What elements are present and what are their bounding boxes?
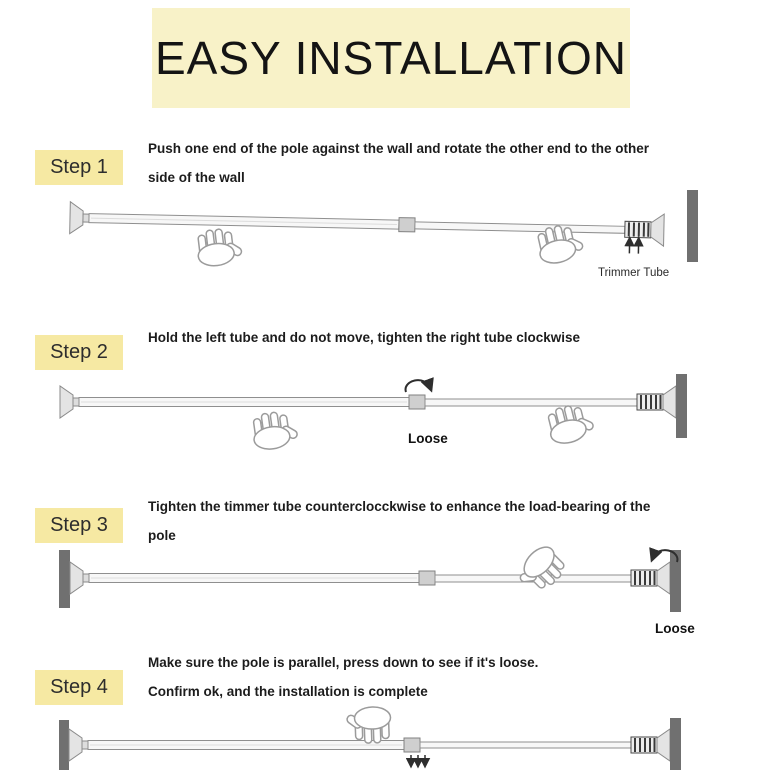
step3-badge: Step 3: [35, 508, 123, 543]
left-suction-cup: [69, 561, 84, 595]
wall: [676, 374, 687, 438]
wall: [670, 718, 681, 770]
cup-neck: [81, 740, 89, 750]
trimmer-tube: [623, 220, 653, 239]
right-suction-cup: [656, 561, 671, 595]
left-suction-cup: [68, 728, 83, 762]
cup-neck: [72, 397, 80, 407]
pole-connector: [398, 217, 416, 233]
step3-instruction: Tighten the timmer tube counterclocckwis…: [148, 492, 748, 550]
step2-instruction: Hold the left tube and do not move, tigh…: [148, 323, 748, 352]
title-banner: EASY INSTALLATION: [152, 8, 630, 108]
loose-label: Loose: [655, 621, 695, 636]
wall: [59, 550, 70, 608]
instruction-line: side of the wall: [148, 170, 245, 185]
pole-tube: [414, 221, 626, 234]
cup-neck: [82, 213, 90, 223]
instruction-line: Push one end of the pole against the wal…: [148, 141, 650, 156]
wall: [670, 550, 681, 612]
instruction-line: pole: [148, 528, 176, 543]
step1-instruction: Push one end of the pole against the wal…: [148, 134, 748, 192]
page-title: EASY INSTALLATION: [154, 32, 628, 84]
cup-neck: [82, 573, 90, 583]
pole-tube: [424, 398, 638, 407]
step4-illustration: [59, 705, 681, 770]
hand-icon: [249, 408, 302, 453]
instruction-line: Tighten the timmer tube counterclocckwis…: [148, 499, 651, 514]
hand-icon: [344, 705, 393, 745]
step1-badge: Step 1: [35, 150, 123, 185]
step1-illustration: [69, 190, 698, 269]
instruction-line: Hold the left tube and do not move, tigh…: [148, 330, 581, 345]
wall: [687, 190, 698, 262]
rotation-arrow-icon: [649, 547, 679, 563]
hand-icon: [544, 400, 599, 448]
right-suction-cup: [662, 385, 677, 419]
right-suction-cup: [650, 213, 665, 247]
pole-connector: [408, 394, 426, 410]
hand-icon: [511, 540, 571, 600]
hand-icon: [194, 225, 246, 269]
instruction-line: Confirm ok, and the installation is comp…: [148, 684, 428, 699]
step2-badge: Step 2: [35, 335, 123, 370]
step4-instruction: Make sure the pole is parallel, press do…: [148, 648, 748, 706]
step3-illustration: [59, 540, 681, 612]
trimmer-tube: [630, 569, 658, 587]
trimmer-tube: [636, 393, 664, 411]
wall: [59, 720, 69, 770]
left-suction-cup: [69, 201, 84, 235]
step4-badge: Step 4: [35, 670, 123, 705]
right-suction-cup: [656, 728, 671, 762]
left-suction-cup: [59, 385, 74, 419]
trimmer-tube-label: Trimmer Tube: [598, 267, 670, 279]
instruction-line: Make sure the pole is parallel, press do…: [148, 655, 539, 670]
loose-label: Loose: [408, 431, 448, 446]
step2-illustration: [59, 374, 687, 453]
pole-connector: [418, 570, 436, 586]
pole-tube: [419, 741, 632, 749]
pole-connector: [403, 737, 421, 753]
rotation-arrow-icon: [404, 377, 434, 393]
trimmer-tube: [630, 736, 658, 754]
